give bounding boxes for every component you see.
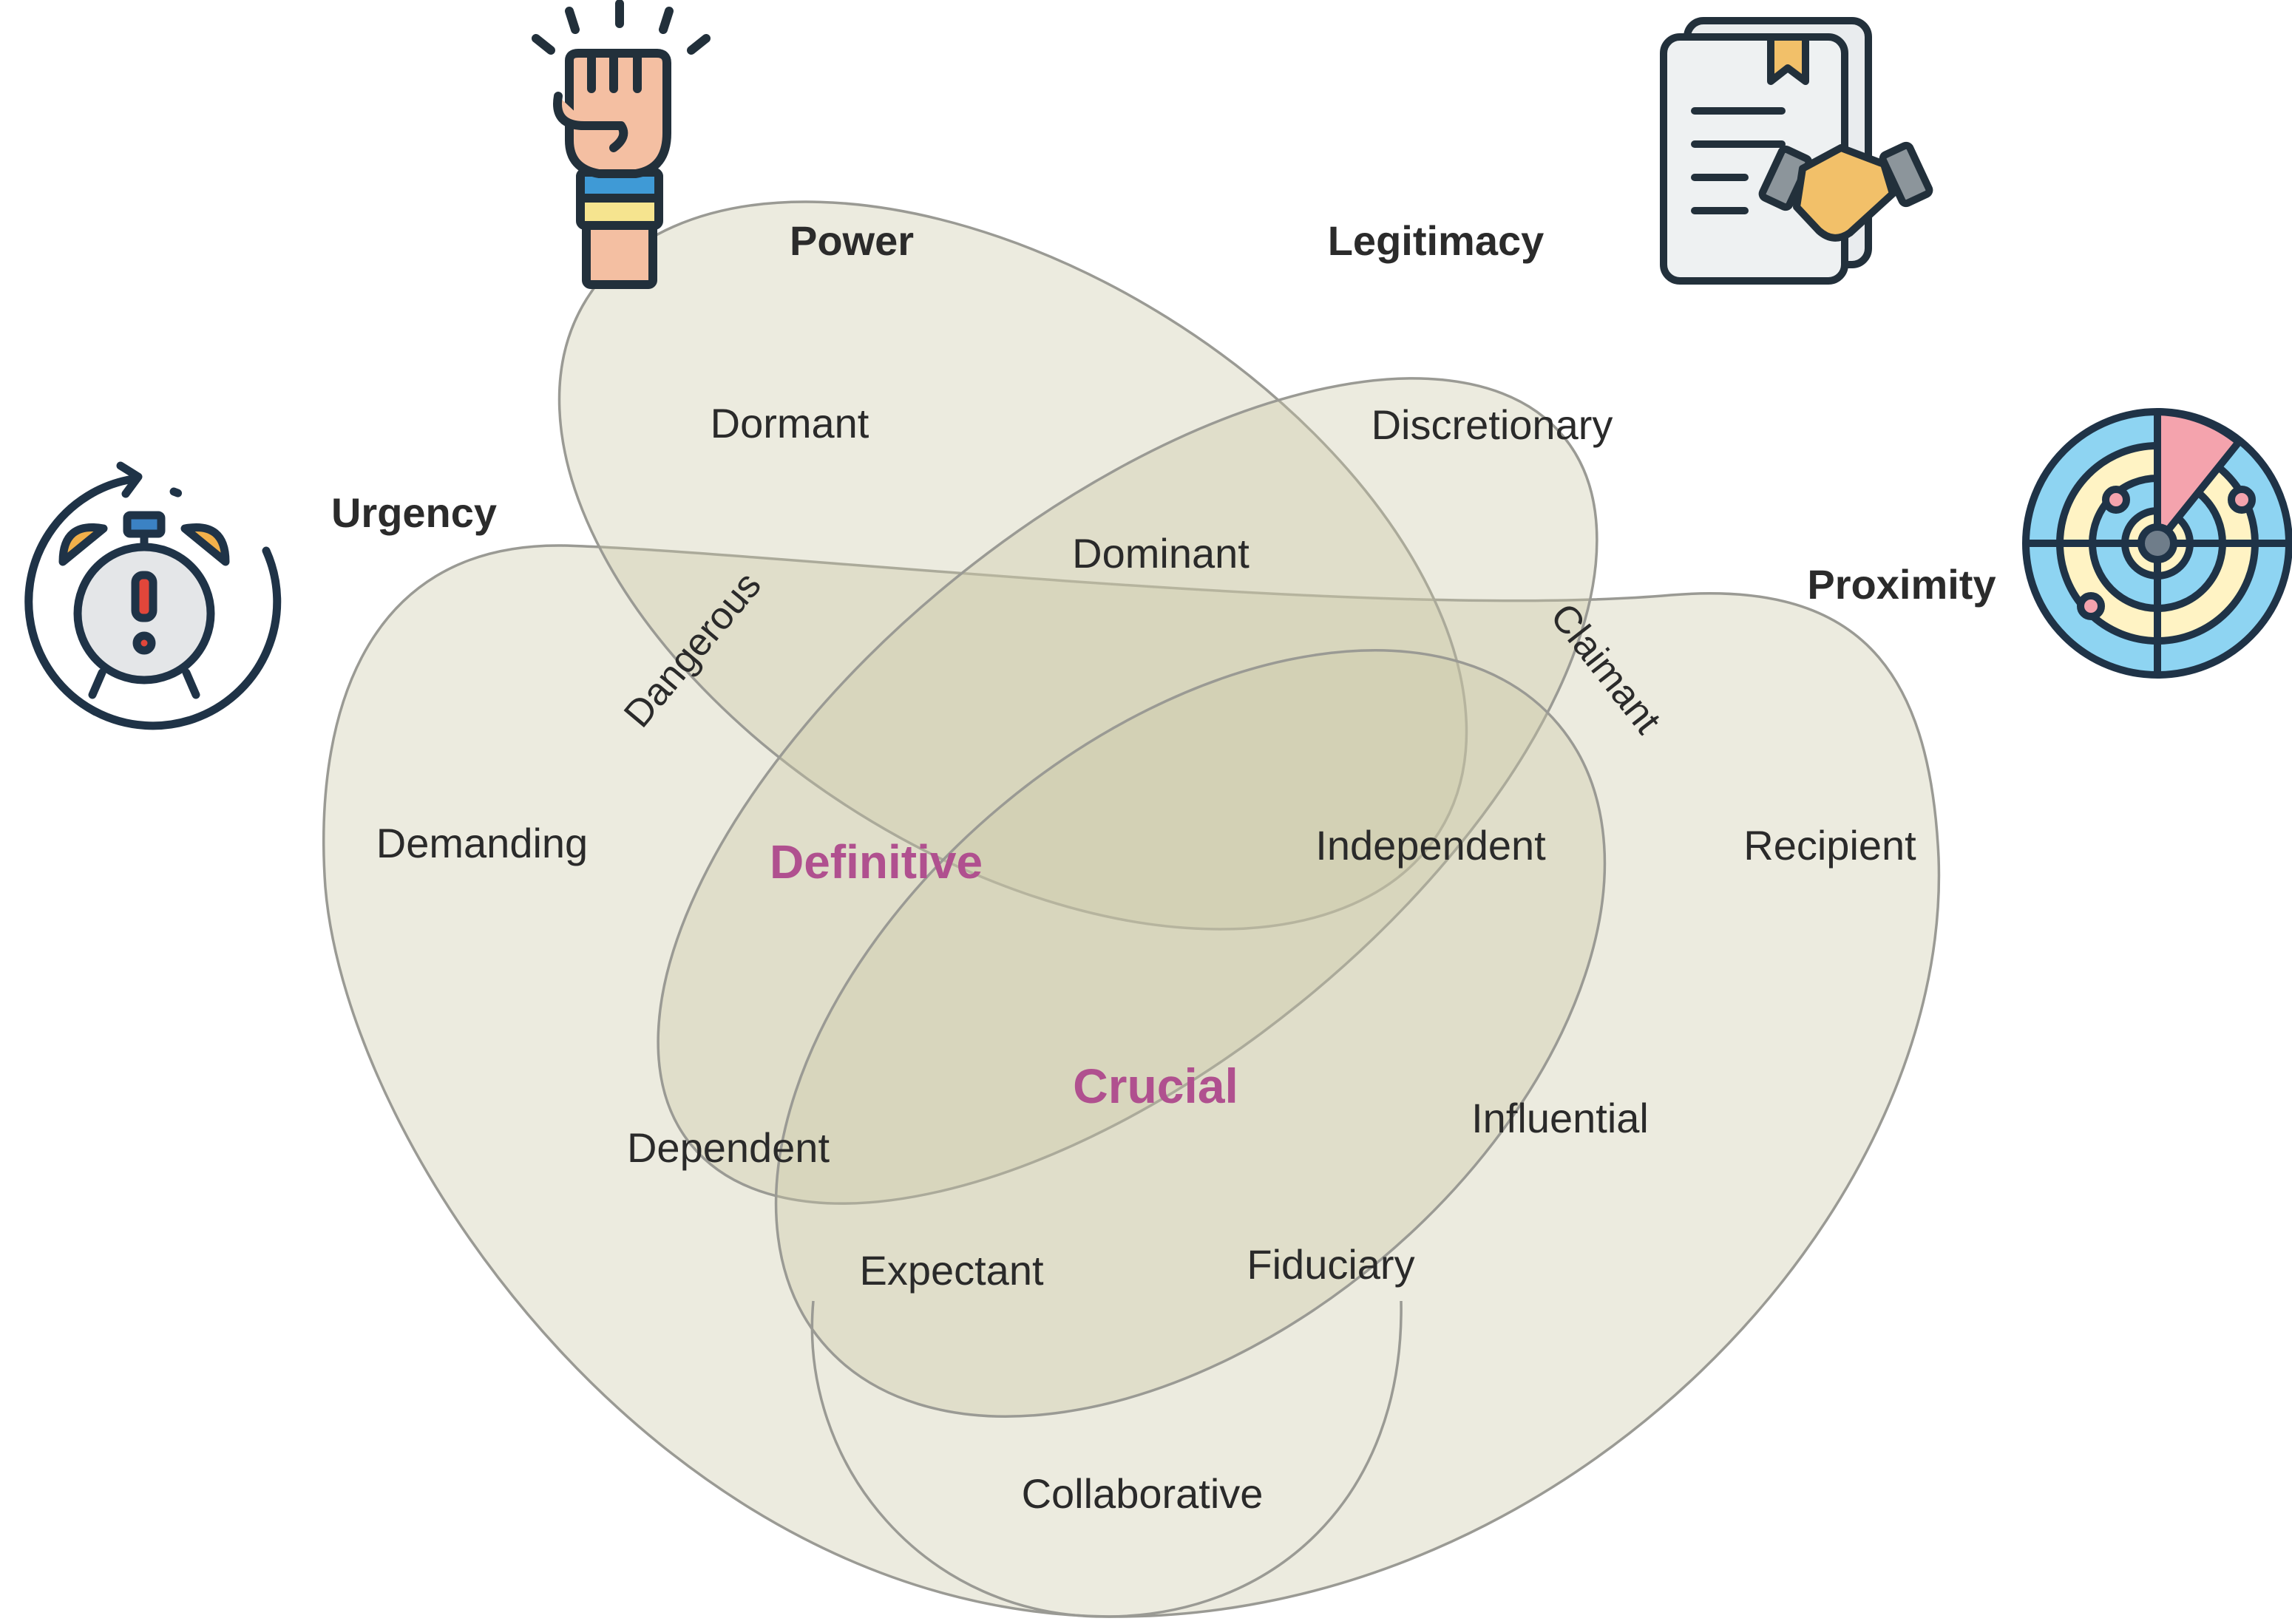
venn-ellipses [322, 200, 1941, 1618]
proximity-ellipse [774, 649, 1607, 1418]
region-fiduciary: Fiduciary [1247, 1241, 1414, 1288]
radar-icon [2022, 408, 2292, 679]
region-expectant: Expectant [859, 1247, 1043, 1294]
power-title: Power [790, 217, 914, 264]
proximity-ellipse-lower [810, 1300, 1403, 1618]
region-crucial: Crucial [1073, 1059, 1238, 1113]
region-collaborative: Collaborative [1022, 1470, 1264, 1517]
region-demanding: Demanding [376, 820, 588, 866]
region-influential: Influential [1471, 1095, 1649, 1141]
region-dependent: Dependent [627, 1124, 830, 1171]
alarm-clock-icon [24, 461, 282, 730]
region-dominant: Dominant [1072, 530, 1250, 577]
legitimacy-ellipse [657, 377, 1598, 1205]
raised-fist-icon [532, 0, 711, 289]
urgency-ellipse [322, 544, 1941, 1618]
set-titles: Power Legitimacy Urgency Proximity [331, 217, 1996, 608]
legitimacy-title: Legitimacy [1328, 217, 1545, 264]
region-dormant: Dormant [711, 400, 869, 446]
region-discretionary: Discretionary [1372, 401, 1613, 448]
region-independent: Independent [1315, 822, 1546, 869]
urgency-title: Urgency [331, 489, 497, 536]
proximity-title: Proximity [1807, 561, 1996, 608]
region-recipient: Recipient [1743, 822, 1916, 869]
contract-handshake-icon [1660, 17, 1933, 285]
region-definitive: Definitive [770, 835, 983, 889]
